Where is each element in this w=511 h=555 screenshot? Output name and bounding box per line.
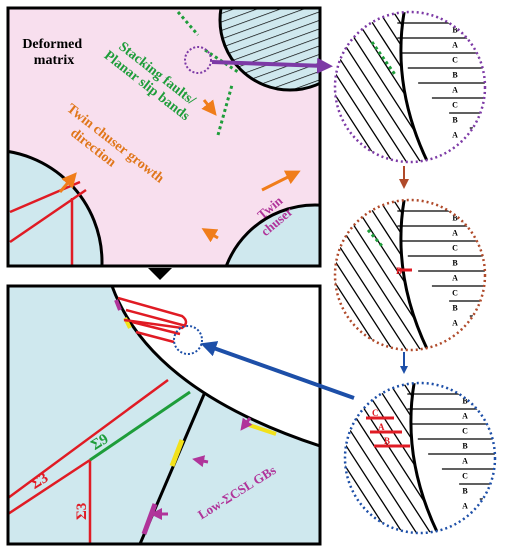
cluster-boundary [110,286,320,448]
sigma9-line [89,390,191,462]
stacking-letter: B [462,442,468,451]
stacking-letter: A [462,412,468,421]
stacking-letter: B [452,214,458,223]
stacking-letter: A [452,41,458,50]
matrix-label-1: Deformed [22,37,82,52]
csl-arrow-2 [240,417,253,431]
stacking-letter: A [462,457,468,466]
twin-boundary [399,12,432,162]
left-plane-line [335,12,414,162]
sigma3-label-a: Σ3 [28,470,51,493]
stacking-letter: C [452,334,458,343]
twin-boundary [399,200,432,350]
sigma9-label: Σ9 [88,431,111,454]
bottom-panel-border [6,284,322,546]
zoom3-twin-letter: C [372,408,379,418]
stacking-letter: C [462,517,468,526]
stacking-letter: C [452,146,458,155]
sigma3-label-b: Σ3 [74,503,90,520]
stacking-letter: C [462,472,468,481]
stacking-letter: A [452,229,458,238]
left-plane-line [345,383,396,533]
stacking-letter: A [452,86,458,95]
zoom-marker-1 [184,46,212,74]
sigma3-line-a [8,378,169,500]
fault-line-1 [176,11,200,36]
stacking-letter: C [462,427,468,436]
stacking-letter: A [462,502,468,511]
stacking-letter: B [452,304,458,313]
hatched-grain [218,8,320,92]
left-plane-line [335,200,414,350]
left-plane-line [335,200,386,350]
left-plane-line [335,12,400,162]
zoom2-fault-letter: B [396,266,402,276]
zoom1-fault [370,41,398,77]
stacking-letter: B [452,259,458,268]
growth-arrow-1 [58,172,77,193]
stacking-letter: B [462,487,468,496]
zoom3-twin-letter: A [378,422,385,432]
stacking-letter: C [452,56,458,65]
twin-boundary [409,383,442,533]
bottom-panel: Σ9 Σ3 Σ3 Low-ΣCSL GBs [6,284,322,546]
stacking-letter: B [462,397,468,406]
top-panel: Deformed matrix Stacking faults/ Planar … [6,6,322,268]
csl-arrow-1 [192,455,209,468]
left-plane-line [335,200,400,350]
fault-line-2 [216,84,234,136]
left-plane-line [335,12,386,162]
svg-text:Deformed matrix: Deformed matrix [22,37,85,68]
stacking-letter: C [452,101,458,110]
zoom3-twin-letter: B [384,436,390,446]
growth-arrow-2 [261,170,301,192]
sigma3-line-b [8,458,91,516]
boundary-seg-magenta [114,299,122,311]
right-twin-cluster [224,203,320,266]
top-panel-border [6,6,322,268]
zoom-arrow-3 [200,341,355,400]
left-twin-cluster [8,149,104,266]
stacking-letter: C [452,244,458,253]
matrix-label-2: matrix [34,53,74,68]
transition-arrow [148,268,172,280]
gb-seg-yellow [169,439,185,467]
zoom-arrow-1 [211,57,333,74]
left-plane-line [345,383,410,533]
stacking-letter: C [452,289,458,298]
stacking-letter: A [452,131,458,140]
stacking-letter: B [452,26,458,35]
stacking-letter: A [452,319,458,328]
growth-arrow-4 [201,99,217,116]
twin-lamella-1 [117,296,188,330]
left-plane-line [345,383,424,533]
stacking-letter: A [452,274,458,283]
twin-lamella-2 [125,308,187,344]
stacking-letter: B [452,71,458,80]
growth-arrow-3 [201,228,219,243]
stacking-letter: B [452,116,458,125]
zoom-marker-3 [173,325,203,355]
